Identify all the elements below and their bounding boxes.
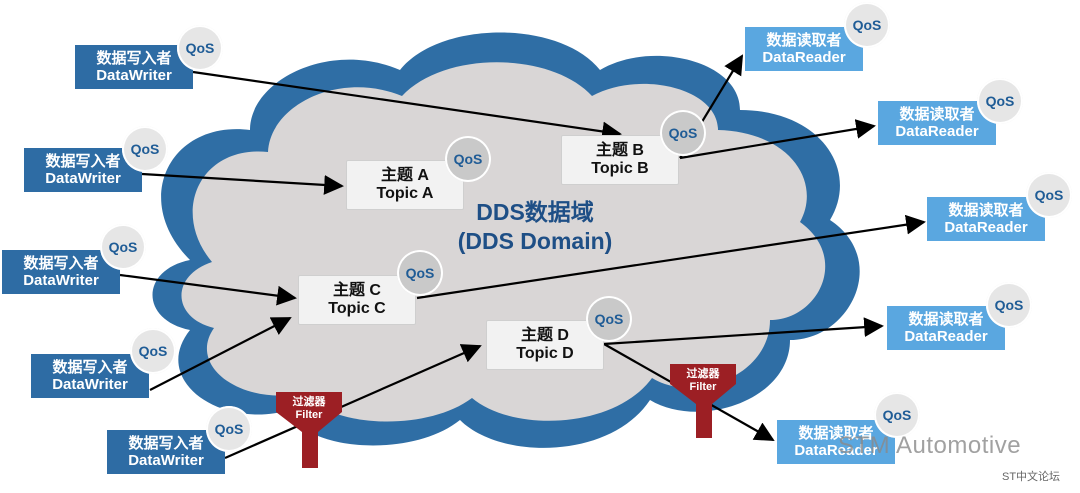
- domain-label-en: (DDS Domain): [457, 227, 613, 254]
- qos-badge: QoS: [177, 25, 223, 71]
- arrow-topicD-reader4: [603, 317, 884, 346]
- filter-label: 过滤器 Filter: [279, 396, 339, 422]
- writer-label-cn: 数据写入者: [128, 434, 204, 452]
- filter-label-en: Filter: [689, 381, 717, 394]
- filter-label-en: Filter: [295, 409, 323, 422]
- writer-label-cn: 数据写入者: [45, 152, 121, 170]
- writer-label-cn: 数据写入者: [52, 358, 128, 376]
- qos-badge: QoS: [1026, 172, 1072, 218]
- topic-box: 主题 A Topic A: [346, 160, 464, 210]
- domain-label-cn: DDS数据域: [476, 199, 594, 225]
- topic-label-cn: 主题 B: [595, 141, 644, 159]
- data-writer-box: 数据写入者 DataWriter: [31, 354, 149, 398]
- writer-label-cn: 数据写入者: [96, 49, 172, 67]
- qos-badge: QoS: [100, 224, 146, 270]
- topic-box: 主题 C Topic C: [298, 275, 416, 325]
- writer-label-en: DataWriter: [128, 452, 204, 469]
- qos-badge: QoS: [206, 406, 252, 452]
- data-reader-box: 数据读取者 DataReader: [777, 420, 895, 464]
- reader-label-cn: 数据读取者: [798, 424, 874, 442]
- arrow-writer2-topicA: [141, 172, 344, 195]
- topic-box: 主题 D Topic D: [486, 320, 604, 370]
- filter-icon: [276, 392, 342, 468]
- qos-badge: QoS: [130, 328, 176, 374]
- writer-label-en: DataWriter: [23, 272, 99, 289]
- qos-badge: QoS: [977, 78, 1023, 124]
- topic-label-en: Topic C: [328, 300, 386, 317]
- topic-label-cn: 主题 C: [332, 281, 381, 299]
- reader-label-en: DataReader: [794, 442, 878, 459]
- reader-label-en: DataReader: [762, 49, 846, 66]
- qos-badge: QoS: [586, 296, 632, 342]
- watermark: STM Automotive: [838, 432, 1022, 459]
- reader-label-cn: 数据读取者: [899, 105, 975, 123]
- writer-label-en: DataWriter: [96, 67, 172, 84]
- arrow-topicB-reader2: [679, 119, 876, 160]
- topic-label-en: Topic D: [516, 345, 574, 362]
- reader-label-en: DataReader: [904, 328, 988, 345]
- arrow-topicC-reader3: [416, 214, 926, 300]
- arrow-writer1-topicB: [192, 70, 622, 142]
- watermark-sub: ST中文论坛: [1002, 471, 1061, 483]
- topic-label-en: Topic B: [591, 160, 649, 177]
- topic-box: 主题 B Topic B: [561, 135, 679, 185]
- data-writer-box: 数据写入者 DataWriter: [107, 430, 225, 474]
- topic-label-cn: 主题 A: [380, 166, 429, 184]
- qos-badge: QoS: [986, 282, 1032, 328]
- reader-label-en: DataReader: [895, 123, 979, 140]
- writer-label-en: DataWriter: [45, 170, 121, 187]
- topic-label-cn: 主题 D: [520, 326, 569, 344]
- reader-label-cn: 数据读取者: [766, 31, 842, 49]
- arrow-writer3-topicC: [119, 273, 297, 306]
- data-reader-box: 数据读取者 DataReader: [878, 101, 996, 145]
- qos-badge: QoS: [445, 136, 491, 182]
- qos-badge: QoS: [660, 110, 706, 156]
- arrow-writer4-topicC: [149, 317, 292, 391]
- writer-label-en: DataWriter: [52, 376, 128, 393]
- data-writer-box: 数据写入者 DataWriter: [75, 45, 193, 89]
- qos-badge: QoS: [874, 392, 920, 438]
- writer-label-cn: 数据写入者: [23, 254, 99, 272]
- data-reader-box: 数据读取者 DataReader: [887, 306, 1005, 350]
- reader-label-cn: 数据读取者: [948, 201, 1024, 219]
- reader-label-cn: 数据读取者: [908, 310, 984, 328]
- qos-badge: QoS: [397, 250, 443, 296]
- data-writer-box: 数据写入者 DataWriter: [2, 250, 120, 294]
- reader-label-en: DataReader: [944, 219, 1028, 236]
- filter-icon: [670, 364, 736, 438]
- qos-badge: QoS: [844, 2, 890, 48]
- data-reader-box: 数据读取者 DataReader: [927, 197, 1045, 241]
- topic-label-en: Topic A: [376, 185, 434, 202]
- domain-label: DDS数据域 (DDS Domain): [445, 198, 625, 256]
- filter-label-cn: 过滤器: [292, 396, 326, 408]
- data-reader-box: 数据读取者 DataReader: [745, 27, 863, 71]
- arrow-writer5-topicD: [224, 344, 482, 460]
- qos-badge: QoS: [122, 126, 168, 172]
- filter-label: 过滤器 Filter: [673, 368, 733, 394]
- filter-label-cn: 过滤器: [686, 368, 720, 380]
